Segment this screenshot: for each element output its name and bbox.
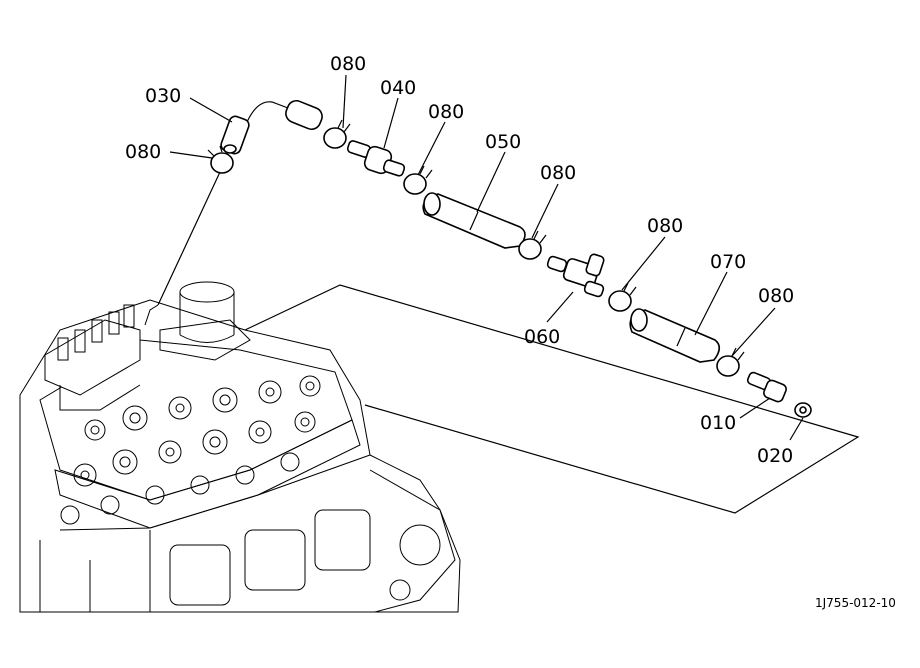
hose-clamp-080: [518, 230, 547, 260]
washer-020: [794, 402, 812, 418]
callout-080: 080: [758, 285, 794, 307]
hose-070: [629, 308, 721, 363]
fitting-010: [746, 371, 787, 403]
leader-lines: [157, 74, 804, 441]
hose-clamp-080: [403, 165, 433, 195]
engine-block-illustration: [19, 281, 461, 613]
callout-030: 030: [145, 85, 181, 107]
callout-040: 040: [380, 77, 416, 99]
hose-clamp-080: [323, 119, 351, 149]
callout-060: 060: [524, 326, 560, 348]
callout-010: 010: [700, 412, 736, 434]
hose-030: [220, 99, 323, 155]
hose-clamp-080: [207, 145, 234, 174]
hose-050: [422, 192, 526, 249]
t-joint-060: [546, 253, 605, 298]
hose-clamp-080: [716, 347, 745, 377]
callout-080: 080: [330, 53, 366, 75]
callout-070: 070: [710, 251, 746, 273]
callout-020: 020: [757, 445, 793, 467]
callout-080: 080: [540, 162, 576, 184]
exploded-view-frame: [244, 284, 860, 514]
reference-code: 1J755-012-10: [815, 596, 896, 610]
hose-clamp-080: [608, 282, 637, 312]
parts-group: [207, 99, 812, 418]
callout-080: 080: [125, 141, 161, 163]
callout-080: 080: [647, 215, 683, 237]
callout-080: 080: [428, 101, 464, 123]
fitting-040: [346, 140, 406, 177]
callout-050: 050: [485, 131, 521, 153]
